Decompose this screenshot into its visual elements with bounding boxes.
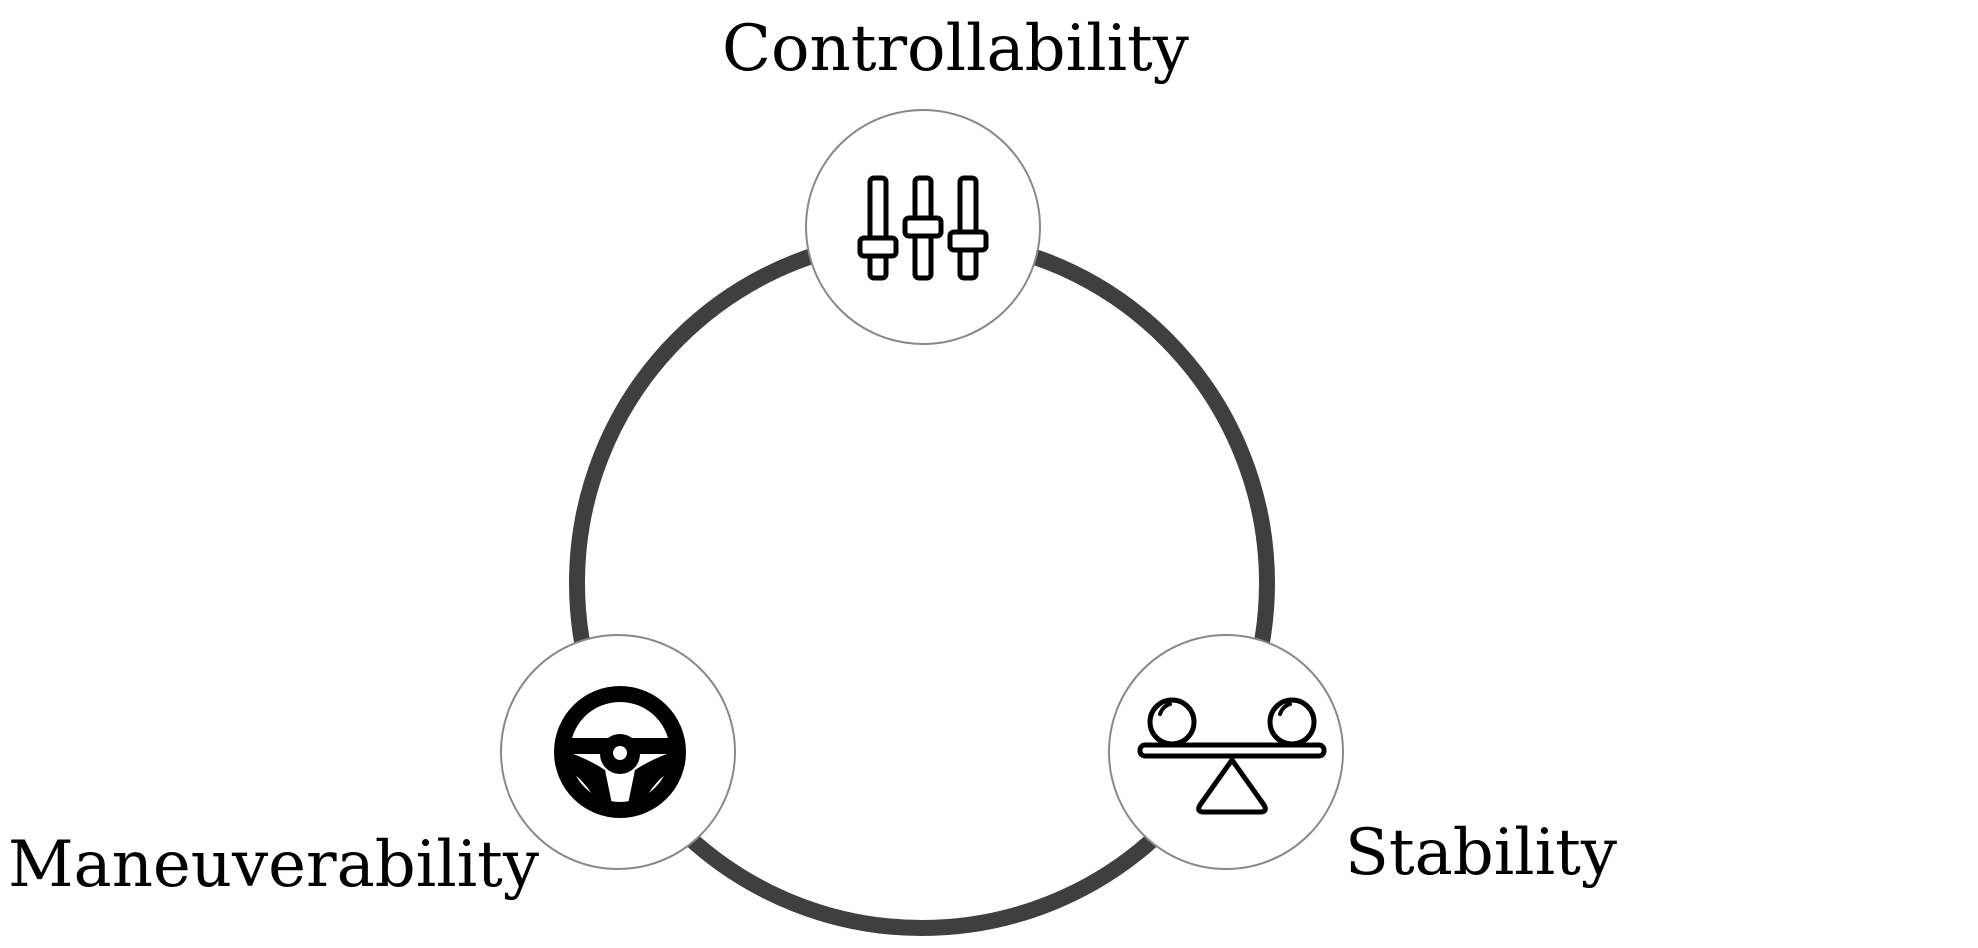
balance-scale-icon bbox=[1137, 697, 1327, 815]
node-controllability: Controllability bbox=[722, 12, 1189, 345]
steering-wheel-icon bbox=[554, 686, 686, 818]
node-label-maneuverability: Maneuverability bbox=[8, 828, 539, 902]
sliders-icon bbox=[857, 175, 989, 281]
node-stability: Stability bbox=[1108, 634, 1617, 890]
node-label-controllability: Controllability bbox=[722, 12, 1189, 86]
node-maneuverability: Maneuverability bbox=[8, 634, 736, 902]
node-label-stability: Stability bbox=[1345, 816, 1617, 890]
